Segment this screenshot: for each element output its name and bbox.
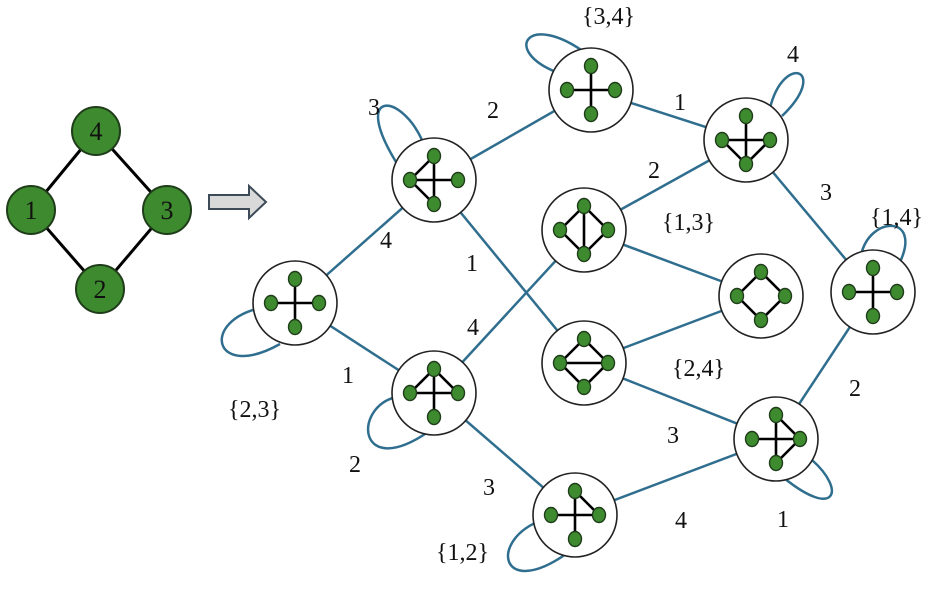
inner-node xyxy=(583,105,599,123)
inner-node xyxy=(607,81,623,99)
inner-node xyxy=(768,454,784,472)
inner-node xyxy=(744,430,760,448)
self-loop-d xyxy=(525,33,585,74)
inner-node xyxy=(576,197,592,215)
inner-node xyxy=(591,506,607,524)
label-bg-1: 1 xyxy=(466,251,478,277)
state-bubble-h xyxy=(718,253,804,339)
inner-node xyxy=(426,408,442,426)
label-cf-4: 4 xyxy=(467,315,479,341)
inner-node xyxy=(426,360,442,378)
state-bubble-f xyxy=(541,187,627,273)
inner-node xyxy=(865,307,881,325)
inner-node xyxy=(559,81,575,99)
inner-node xyxy=(311,294,327,312)
state-bubble-outline xyxy=(718,253,804,339)
inner-node xyxy=(714,131,730,149)
label-self-34: {3,4} xyxy=(582,4,635,30)
base-graph: 4 1 3 2 xyxy=(6,106,192,314)
label-self-4: 4 xyxy=(787,42,799,68)
base-node-4-label: 4 xyxy=(90,117,103,146)
inner-node xyxy=(567,530,583,548)
base-node-3: 3 xyxy=(142,185,192,235)
inner-node xyxy=(768,406,784,424)
inner-node xyxy=(865,259,881,277)
self-loop-i xyxy=(859,224,907,263)
inner-node xyxy=(753,311,769,329)
state-bubble-j xyxy=(733,396,819,482)
inner-node xyxy=(600,354,616,372)
label-self-2c: 2 xyxy=(349,452,361,478)
base-node-2-label: 2 xyxy=(94,275,107,304)
inner-node xyxy=(576,245,592,263)
inner-node xyxy=(402,171,418,189)
inner-node xyxy=(600,221,616,239)
self-loop-e xyxy=(768,71,805,117)
label-bd-2: 2 xyxy=(487,98,499,124)
inner-node xyxy=(889,283,905,301)
label-ck-3: 3 xyxy=(483,475,495,501)
base-node-4: 4 xyxy=(71,106,121,156)
state-bubble-e xyxy=(703,97,789,183)
inner-node xyxy=(543,506,559,524)
inner-node xyxy=(552,221,568,239)
right-arrow-icon xyxy=(208,183,268,221)
inner-node xyxy=(426,147,442,165)
self-loop-j xyxy=(783,459,833,500)
state-bubble-b xyxy=(391,137,477,223)
label-kj-4: 4 xyxy=(675,508,687,534)
self-loop-c xyxy=(366,395,429,450)
inner-node xyxy=(841,283,857,301)
base-node-1-label: 1 xyxy=(25,196,38,225)
state-bubble-g xyxy=(541,320,627,406)
inner-node xyxy=(738,107,754,125)
label-self-14: {1,4} xyxy=(870,205,923,231)
inner-node xyxy=(426,195,442,213)
inner-node xyxy=(729,287,745,305)
inner-node xyxy=(777,287,793,305)
base-node-3-label: 3 xyxy=(161,196,174,225)
state-bubble-a xyxy=(252,260,338,346)
self-loop-b xyxy=(376,104,424,163)
label-gj-3: 3 xyxy=(667,423,679,449)
inner-node xyxy=(583,57,599,75)
label-de-1: 1 xyxy=(674,90,686,116)
base-node-2: 2 xyxy=(75,264,125,314)
inner-node xyxy=(402,384,418,402)
inner-node xyxy=(576,330,592,348)
inner-node xyxy=(567,482,583,500)
label-fe-2: 2 xyxy=(648,158,660,184)
edge-labels: {3,4} 4 3 2 1 2 {1,3} 3 {1,4} 4 1 4 {2,4… xyxy=(228,4,923,566)
label-fh-13: {1,3} xyxy=(662,210,715,236)
label-self-12: {1,2} xyxy=(436,540,489,566)
inner-node xyxy=(762,131,778,149)
state-bubble-d xyxy=(548,47,634,133)
self-loop-a xyxy=(220,307,281,358)
inner-node xyxy=(450,384,466,402)
inner-node xyxy=(450,171,466,189)
inner-node xyxy=(576,378,592,396)
base-node-1: 1 xyxy=(6,185,56,235)
label-ei-3: 3 xyxy=(820,180,832,206)
label-ij-2: 2 xyxy=(849,376,861,402)
inner-node xyxy=(792,430,808,448)
state-bubble-i xyxy=(830,249,916,335)
label-self-23: {2,3} xyxy=(228,397,281,423)
inner-node xyxy=(287,270,303,288)
inner-node xyxy=(552,354,568,372)
label-self-1: 1 xyxy=(777,507,789,533)
label-ac-1: 1 xyxy=(342,363,354,389)
inner-node xyxy=(287,318,303,336)
inner-node xyxy=(753,263,769,281)
state-bubbles xyxy=(252,47,916,558)
state-bubble-c xyxy=(391,350,477,436)
self-loop-k xyxy=(506,518,567,573)
label-gh-24: {2,4} xyxy=(672,356,725,382)
label-ab-4: 4 xyxy=(380,228,392,254)
inner-node xyxy=(738,155,754,173)
label-self-3: 3 xyxy=(368,95,380,121)
state-bubble-k xyxy=(532,472,618,558)
inner-node xyxy=(263,294,279,312)
